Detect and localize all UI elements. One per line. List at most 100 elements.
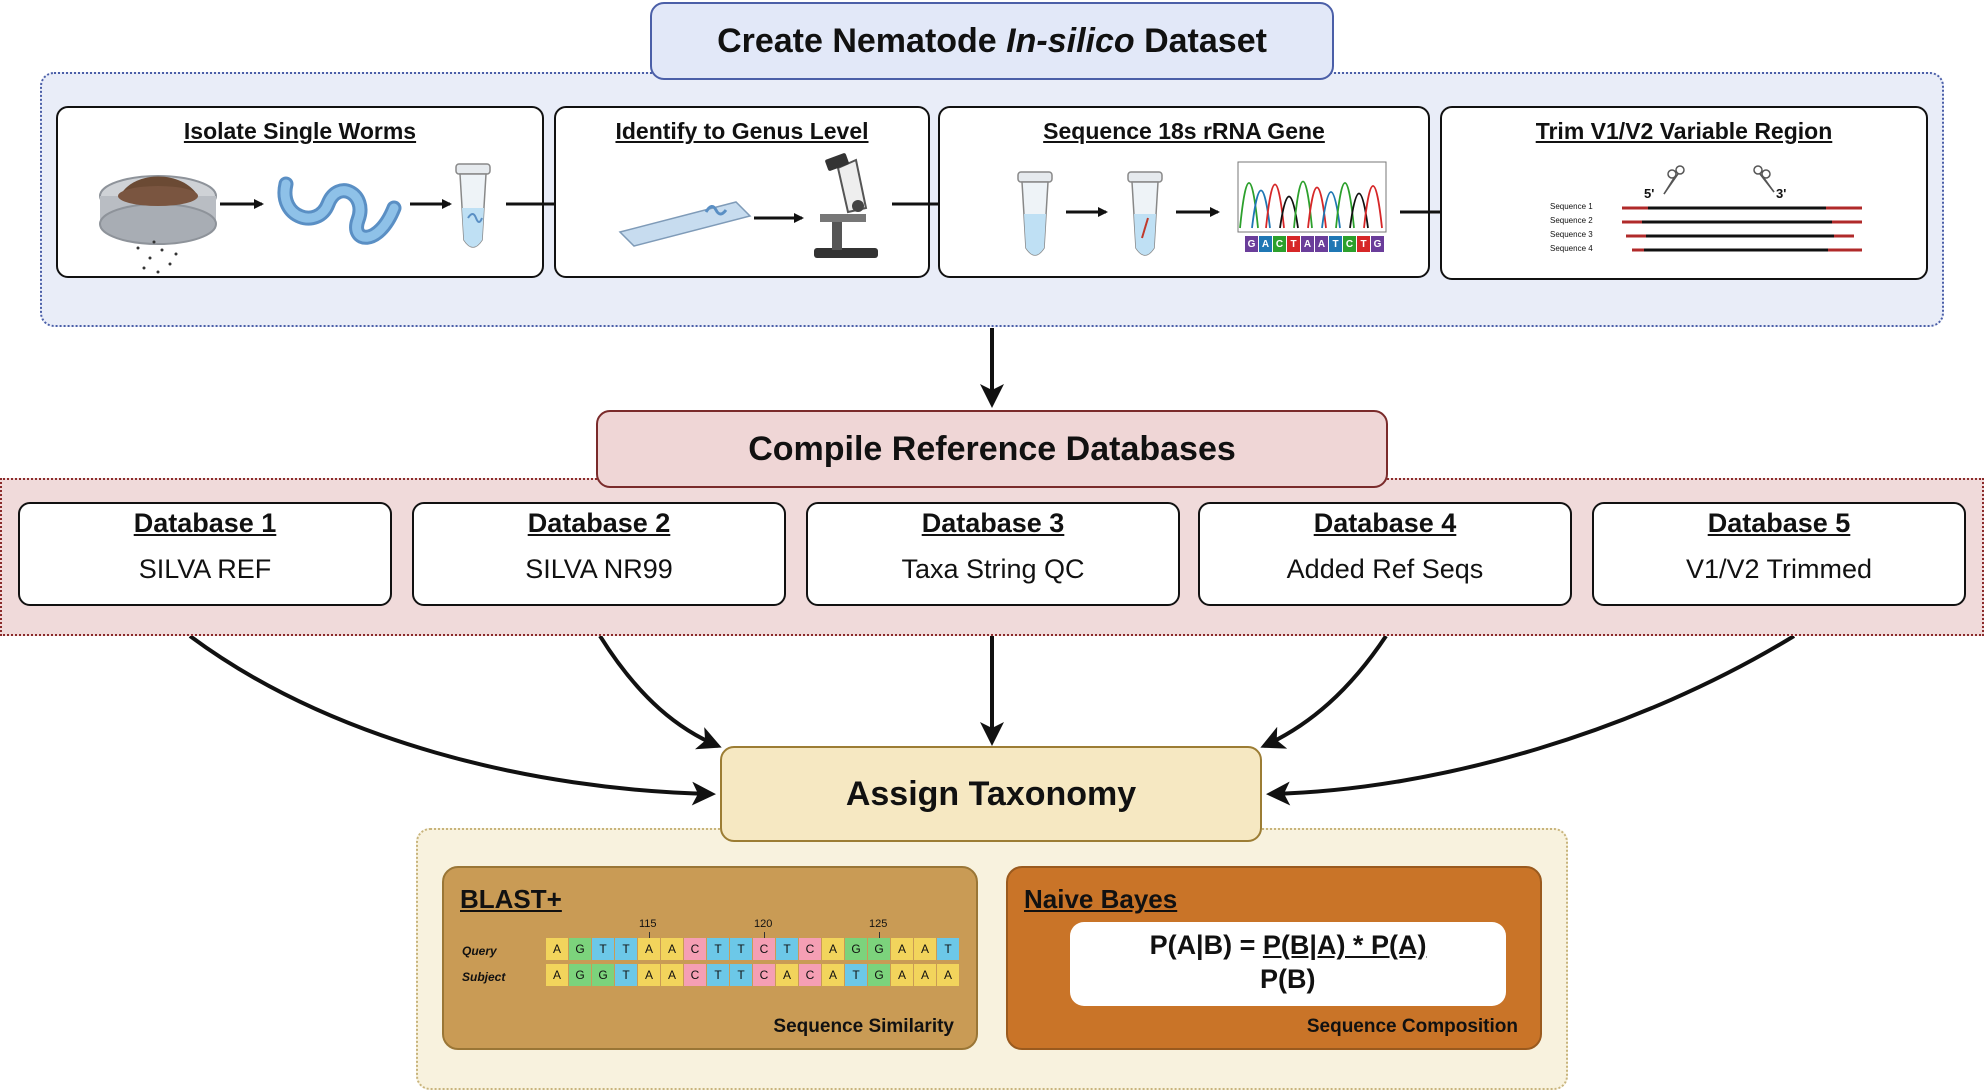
identify-genus-illustration: [618, 153, 878, 258]
query-label: Query: [462, 944, 497, 958]
naive-bayes-title: Naive Bayes: [1024, 884, 1178, 914]
arrow-db1: [188, 634, 716, 806]
microscope-slide-icon: [618, 201, 752, 247]
arrow-db4: [1260, 634, 1388, 749]
five-prime-label: 5': [1644, 186, 1655, 201]
sequence-label: Sequence 3: [1550, 230, 1593, 239]
tube-icon: [1127, 171, 1163, 256]
step-title: Identify to Genus Level: [615, 118, 869, 144]
step-title: Isolate Single Worms: [183, 118, 417, 144]
sequence-label: Sequence 2: [1550, 216, 1593, 225]
subject-base: A: [937, 964, 959, 986]
tube-icon: [1017, 171, 1053, 256]
database-desc: V1/V2 Trimmed: [1685, 554, 1873, 584]
subject-base: C: [684, 964, 706, 986]
databases-section-title: Compile Reference Databases: [596, 410, 1388, 488]
query-base: C: [799, 938, 821, 960]
subject-base: T: [707, 964, 729, 986]
arrow-db2: [598, 634, 722, 750]
query-base: T: [592, 938, 614, 960]
database-name: Database 3: [921, 508, 1065, 538]
query-base: C: [753, 938, 775, 960]
subject-base: A: [776, 964, 798, 986]
position-tick: [879, 932, 880, 938]
database-4-box: Database 4 Added Ref Seqs: [1198, 502, 1572, 606]
title-emphasis: In-silico: [1006, 21, 1135, 60]
subject-base: A: [914, 964, 936, 986]
subject-base: A: [822, 964, 844, 986]
database-desc: Taxa String QC: [901, 554, 1085, 584]
naive-bayes-box: Naive Bayes P(A|B) = P(B|A) * P(A) P(B) …: [1006, 866, 1542, 1050]
formula-box: P(A|B) = P(B|A) * P(A) P(B): [1070, 922, 1506, 1006]
database-desc: SILVA REF: [138, 554, 272, 584]
step-trim-v1v2: Trim V1/V2 Variable Region 5' 3' Sequenc…: [1440, 106, 1928, 280]
subject-base: G: [868, 964, 890, 986]
sequence-lines: [1622, 206, 1862, 252]
soil-particles: [136, 240, 178, 274]
subject-base: A: [891, 964, 913, 986]
database-3-box: Database 3 Taxa String QC: [806, 502, 1180, 606]
database-2-box: Database 2 SILVA NR99: [412, 502, 786, 606]
query-base: T: [615, 938, 637, 960]
blast-title: BLAST+: [460, 884, 562, 914]
subject-base: T: [730, 964, 752, 986]
query-base: T: [730, 938, 752, 960]
chromatogram-base: G: [1371, 236, 1384, 252]
isolate-worms-illustration: [99, 163, 491, 274]
three-prime-label: 3': [1776, 186, 1787, 201]
subject-base: C: [753, 964, 775, 986]
sequence-label: Sequence 4: [1550, 244, 1593, 253]
database-name: Database 5: [1707, 508, 1851, 538]
chromatogram-icon: [1237, 161, 1387, 233]
subject-base: G: [569, 964, 591, 986]
query-base: G: [868, 938, 890, 960]
formula-numerator: P(B|A) * P(A): [1262, 930, 1427, 960]
step-title: Sequence 18s rRNA Gene: [1043, 118, 1325, 144]
step-title: Trim V1/V2 Variable Region: [1535, 118, 1833, 144]
database-desc: Added Ref Seqs: [1286, 554, 1484, 584]
scissors-icon: [1753, 165, 1775, 193]
subject-base: A: [638, 964, 660, 986]
chromatogram-base: C: [1273, 236, 1286, 252]
position-tick-label: 120: [754, 918, 773, 930]
naive-bayes-footer: Sequence Composition: [1306, 1016, 1518, 1037]
query-base: A: [546, 938, 568, 960]
microscope-icon: [814, 153, 878, 258]
subject-base: T: [845, 964, 867, 986]
database-desc: SILVA NR99: [525, 554, 673, 584]
chromatogram-base: A: [1315, 236, 1328, 252]
query-base: G: [569, 938, 591, 960]
subject-base: G: [592, 964, 614, 986]
subject-base: A: [546, 964, 568, 986]
step-identify-genus: Identify to Genus Level: [554, 106, 930, 278]
subject-base: A: [661, 964, 683, 986]
sequence-label: Sequence 1: [1550, 202, 1593, 211]
query-base: T: [776, 938, 798, 960]
step-sequence-18s: Sequence 18s rRNA Gene: [938, 106, 1430, 278]
trim-illustration: [1622, 165, 1862, 252]
query-base: T: [937, 938, 959, 960]
subject-base: C: [799, 964, 821, 986]
dataset-section-title: Create Nematode In-silico Dataset: [650, 2, 1334, 80]
chromatogram-base: G: [1245, 236, 1258, 252]
arrow-db5: [1266, 634, 1796, 806]
chromatogram-base: T: [1287, 236, 1300, 252]
chromatogram-base: A: [1301, 236, 1314, 252]
position-tick: [764, 932, 765, 938]
database-5-box: Database 5 V1/V2 Trimmed: [1592, 502, 1966, 606]
database-name: Database 4: [1313, 508, 1457, 538]
chromatogram-base: C: [1343, 236, 1356, 252]
formula-numerator-line: P(A|B) = P(B|A) * P(A): [1149, 930, 1427, 960]
position-tick: [649, 932, 650, 938]
database-name: Database 1: [133, 508, 277, 538]
sequence-18s-illustration: [1017, 161, 1387, 256]
query-base: A: [638, 938, 660, 960]
scissors-icon: [1663, 165, 1685, 195]
sieve-icon: [99, 175, 217, 245]
query-base: A: [891, 938, 913, 960]
query-base: A: [661, 938, 683, 960]
chromatogram-base: T: [1329, 236, 1342, 252]
